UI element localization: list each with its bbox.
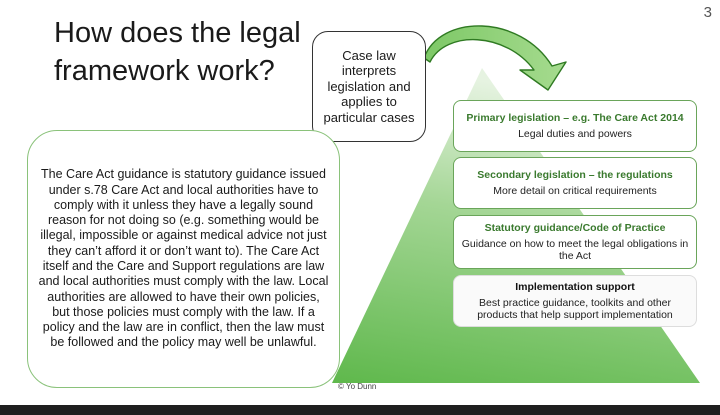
page-number: 3 bbox=[703, 4, 712, 21]
level-description: More detail on critical requirements bbox=[493, 184, 657, 197]
level-title: Implementation support bbox=[515, 280, 635, 293]
window-bottom-bar bbox=[0, 405, 720, 415]
copyright-notice: © Yo Dunn bbox=[338, 382, 377, 391]
level-secondary-legislation: Secondary legislation – the regulations … bbox=[453, 157, 697, 209]
slide: 3 How does the legal framework work? Cas… bbox=[0, 0, 720, 405]
level-title: Statutory guidance/Code of Practice bbox=[484, 221, 666, 234]
level-primary-legislation: Primary legislation – e.g. The Care Act … bbox=[453, 100, 697, 152]
level-description: Best practice guidance, toolkits and oth… bbox=[477, 296, 673, 322]
level-title: Secondary legislation – the regulations bbox=[477, 168, 673, 181]
level-description: Legal duties and powers bbox=[518, 127, 632, 140]
curved-arrow-icon bbox=[423, 25, 567, 91]
guidance-text: The Care Act guidance is statutory guida… bbox=[38, 167, 329, 350]
case-law-box: Case law interprets legislation and appl… bbox=[312, 31, 426, 142]
level-statutory-guidance: Statutory guidance/Code of Practice Guid… bbox=[453, 215, 697, 269]
case-law-text: Case law interprets legislation and appl… bbox=[323, 47, 415, 125]
guidance-text-box: The Care Act guidance is statutory guida… bbox=[27, 130, 340, 388]
level-title: Primary legislation – e.g. The Care Act … bbox=[466, 111, 684, 124]
slide-title: How does the legal framework work? bbox=[54, 17, 301, 87]
level-implementation-support: Implementation support Best practice gui… bbox=[453, 275, 697, 327]
level-description: Guidance on how to meet the legal obliga… bbox=[461, 237, 689, 263]
